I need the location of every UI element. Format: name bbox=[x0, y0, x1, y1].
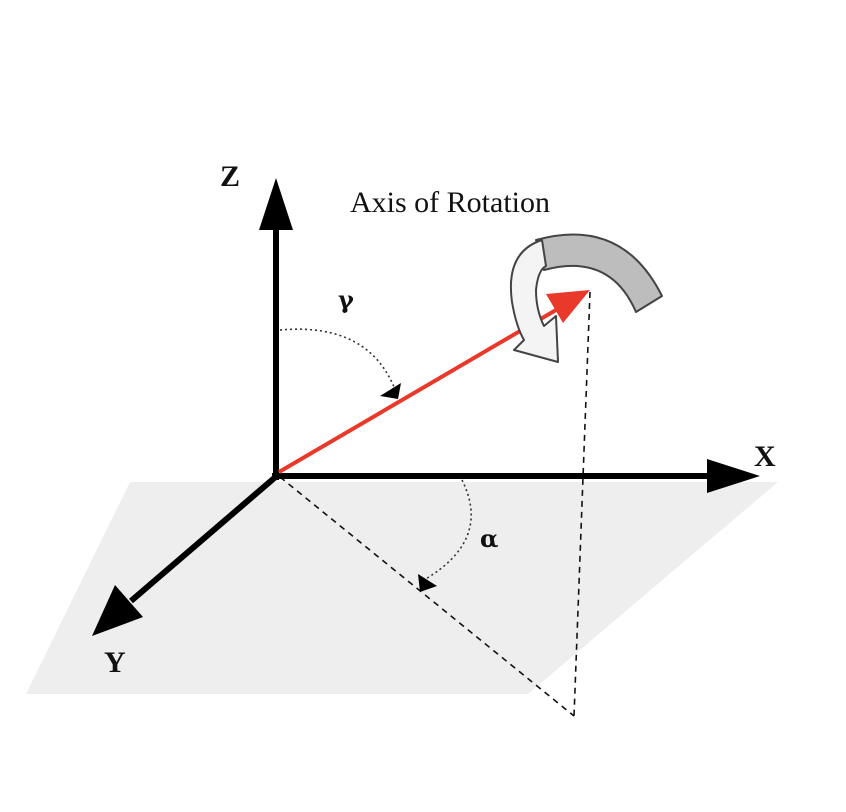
y-axis-label: Y bbox=[104, 646, 126, 679]
gamma-angle-arc bbox=[279, 328, 401, 399]
rotation-direction-arrow bbox=[509, 233, 663, 363]
x-axis bbox=[272, 459, 760, 493]
vertical-drop-line bbox=[573, 291, 591, 717]
projection-line bbox=[279, 476, 575, 717]
x-axis-label: X bbox=[754, 440, 776, 473]
xy-plane bbox=[26, 482, 778, 694]
gamma-label: γ bbox=[338, 285, 354, 314]
alpha-angle-arc bbox=[418, 479, 472, 592]
z-axis-label: Z bbox=[220, 160, 240, 193]
y-axis bbox=[92, 471, 281, 636]
rotation-axis-vector bbox=[277, 290, 590, 474]
z-axis bbox=[259, 178, 293, 480]
diagram-title: Axis of Rotation bbox=[350, 186, 550, 219]
alpha-label: α bbox=[480, 524, 498, 553]
